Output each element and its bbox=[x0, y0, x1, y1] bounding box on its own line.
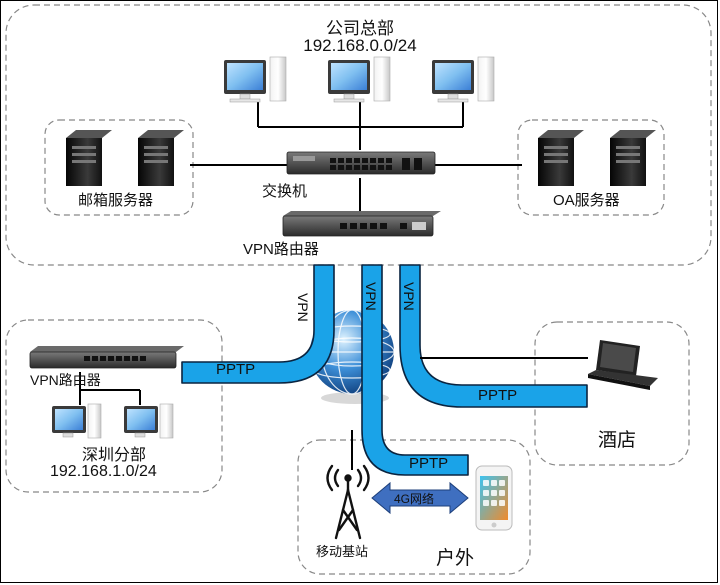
smartphone-icon bbox=[475, 465, 513, 531]
hq-router-label: VPN路由器 bbox=[243, 241, 319, 258]
vpn-label-3: VPN bbox=[401, 282, 417, 311]
pptp-label-hotel: PPTP bbox=[478, 387, 518, 404]
hotel-label: 酒店 bbox=[598, 430, 637, 451]
oa-server-1-icon bbox=[538, 130, 584, 186]
hq-title: 公司总部 bbox=[326, 19, 394, 38]
outdoor-pptp-tunnel bbox=[361, 264, 469, 476]
vpn-label-2: VPN bbox=[363, 282, 379, 311]
oa-server-group-box bbox=[517, 119, 665, 216]
station-label: 移动基站 bbox=[316, 544, 369, 559]
oa-server-label: OA服务器 bbox=[553, 192, 620, 209]
laptop-icon bbox=[588, 340, 658, 390]
mail-server-2-icon bbox=[138, 130, 184, 186]
pptp-label-outdoor: PPTP bbox=[409, 455, 449, 472]
hq-pc-3-icon bbox=[432, 56, 495, 103]
mail-server-1-icon bbox=[66, 130, 112, 186]
hq-group-box bbox=[5, 4, 712, 266]
shenzhen-pc-2-icon bbox=[124, 403, 174, 439]
shenzhen-pc-1-icon bbox=[52, 403, 102, 439]
shenzhen-pptp-tunnel bbox=[181, 264, 335, 384]
hq-subnet: 192.168.0.0/24 bbox=[303, 36, 417, 55]
switch-label: 交换机 bbox=[262, 183, 308, 200]
cell-tower-icon bbox=[326, 464, 370, 540]
shenzhen-group-box bbox=[5, 319, 223, 493]
hq-pc-2-icon bbox=[328, 56, 391, 103]
pptp-label-shenzhen: PPTP bbox=[216, 361, 256, 378]
shenzhen-subnet: 192.168.1.0/24 bbox=[50, 463, 157, 480]
mail-server-group-box bbox=[44, 119, 194, 216]
outdoor-group-box bbox=[297, 439, 531, 575]
outdoor-label: 户外 bbox=[436, 548, 475, 569]
shenzhen-title: 深圳分部 bbox=[82, 447, 147, 464]
shenzhen-vpn-router-icon bbox=[29, 346, 184, 369]
hq-pc-1-icon bbox=[224, 56, 287, 103]
hq-vpn-router-icon bbox=[282, 211, 441, 237]
switch-icon bbox=[286, 151, 436, 175]
vpn-label-1: VPN bbox=[295, 293, 311, 322]
mail-server-label: 邮箱服务器 bbox=[78, 192, 154, 209]
4g-link-arrow bbox=[371, 481, 469, 515]
hotel-pptp-tunnel bbox=[399, 264, 588, 408]
oa-server-2-icon bbox=[610, 130, 656, 186]
4g-link-label: 4G网络 bbox=[394, 492, 435, 506]
shenzhen-router-label: VPN路由器 bbox=[30, 372, 101, 388]
